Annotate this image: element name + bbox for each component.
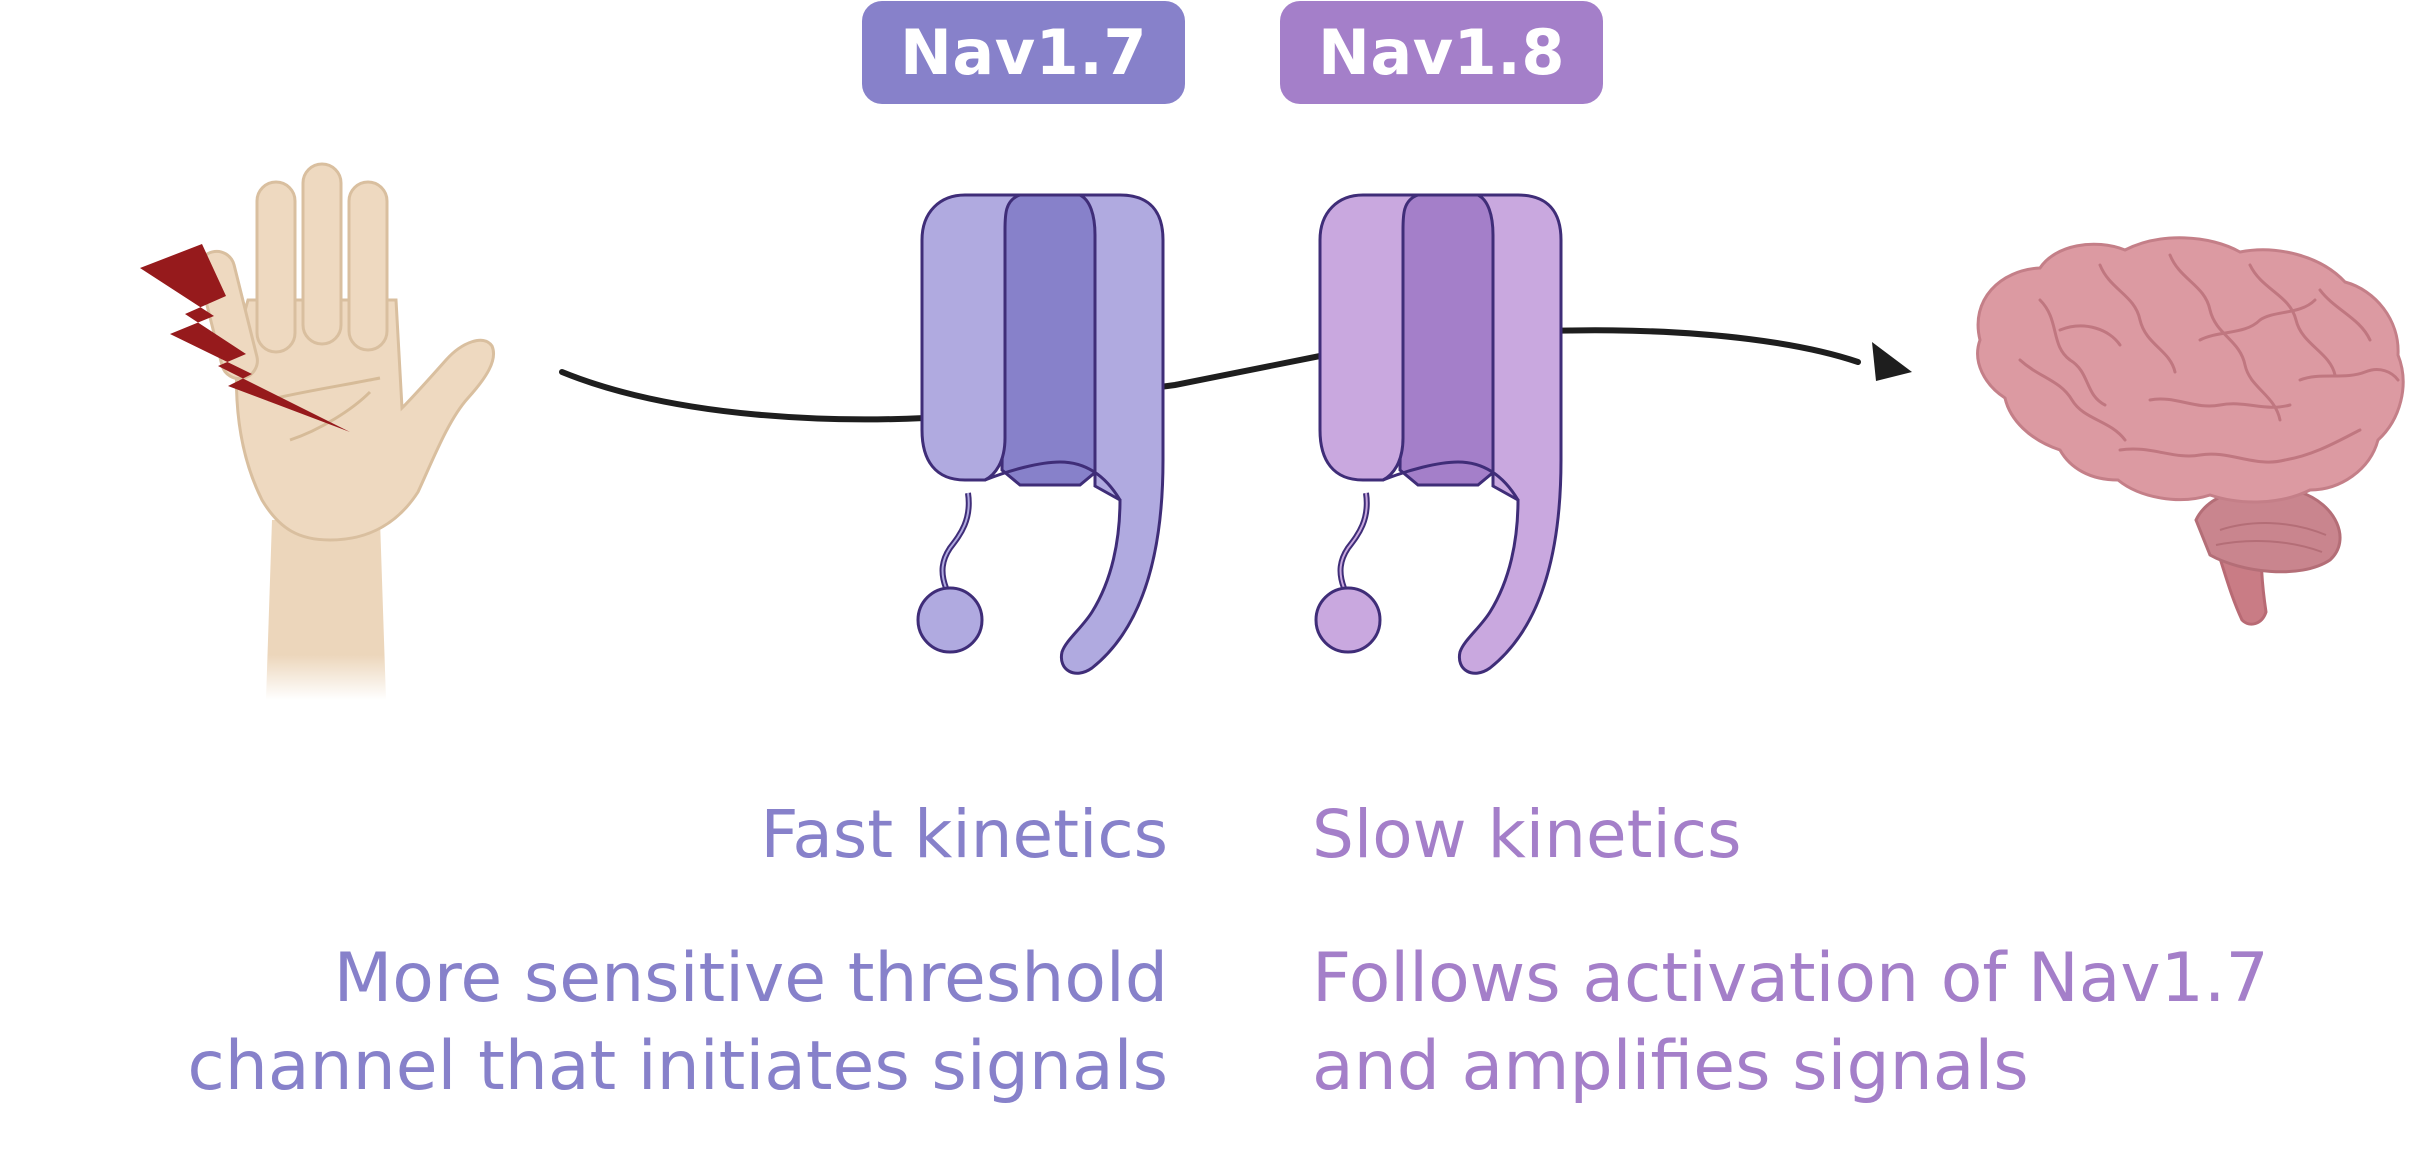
signal-arrowhead-icon: [1872, 342, 1912, 381]
hand-icon: [197, 162, 495, 700]
nav17-channel-icon: [916, 193, 1165, 675]
brain-icon: [1976, 236, 2405, 626]
signal-path: [559, 327, 1861, 423]
nav18-description-text: Follows activation of Nav1.7 and amplifi…: [1312, 939, 2269, 1106]
nav17-kinetics-text: Fast kinetics: [760, 796, 1168, 873]
nav17-description-text: More sensitive threshold channel that in…: [187, 939, 1168, 1106]
nav17-label-badge: Nav1.7: [862, 1, 1185, 104]
nav18-kinetics-text: Slow kinetics: [1312, 796, 1742, 873]
nav18-label-badge: Nav1.8: [1280, 1, 1603, 104]
lightning-bolt-icon: [140, 244, 350, 432]
nav18-channel-icon: [1314, 193, 1563, 675]
